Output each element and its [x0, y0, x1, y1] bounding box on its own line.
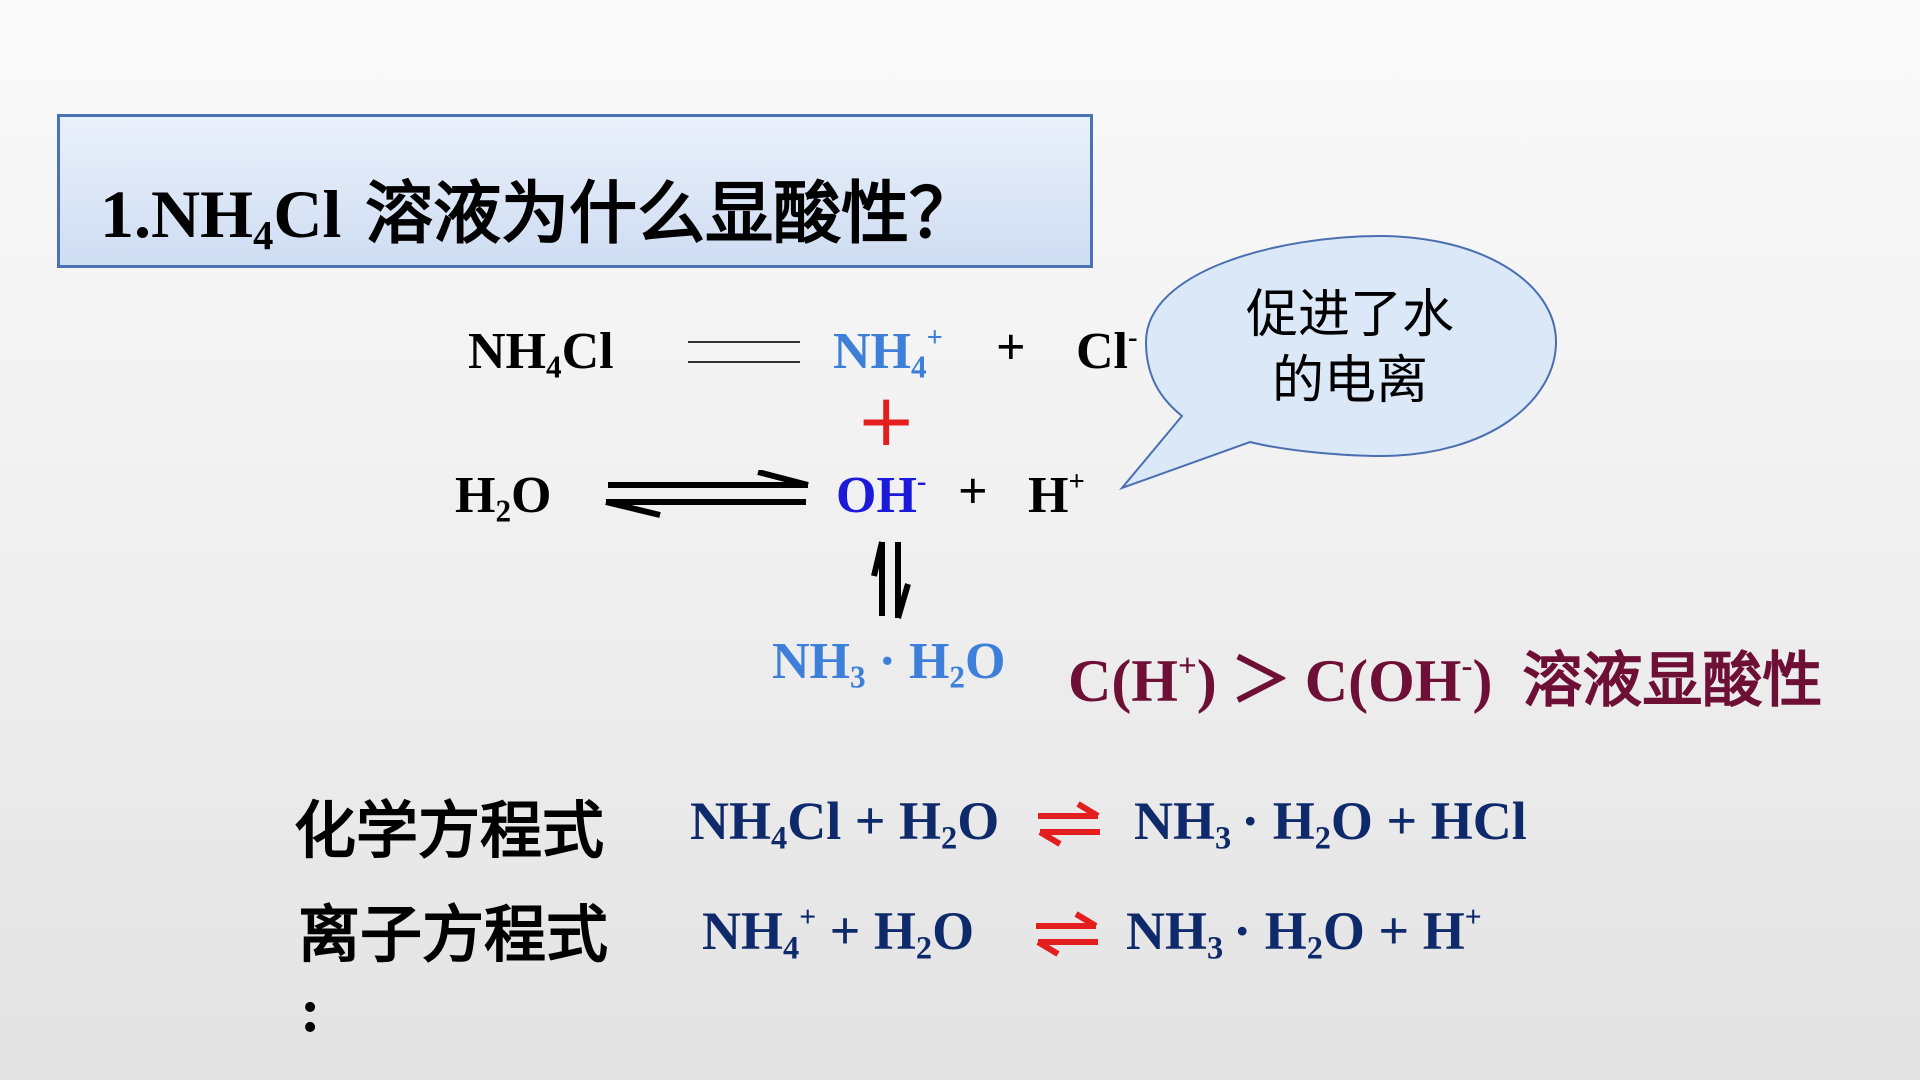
equilibrium-arrow: [605, 470, 809, 518]
water: H2O: [455, 467, 552, 529]
chem-equation-lhs: NH4Cl + H2O: [690, 791, 1000, 857]
chem-equation-rhs: NH3· H2O + HCl: [1134, 791, 1527, 857]
hydroxide-ion: OH-: [836, 466, 927, 524]
plus-sign: +: [996, 319, 1026, 376]
red-equilibrium-arrow: [1038, 801, 1100, 847]
chem-equation-label: 化学方程式: [294, 794, 605, 867]
speech-bubble: [1118, 234, 1558, 491]
chloride-ion: Cl-: [1076, 322, 1138, 380]
reactant-nh4cl: NH4Cl: [468, 323, 614, 385]
red-equilibrium-arrow-2: [1036, 911, 1098, 957]
vertical-equilibrium-arrow: [871, 541, 911, 619]
ionic-equation-lhs: NH4+ + H2O: [702, 901, 975, 967]
ammonium-ion: NH4+: [833, 322, 943, 385]
plus-sign-2: +: [958, 463, 988, 520]
ionic-equation-rhs: NH3· H2O + H+: [1126, 901, 1482, 967]
bubble-text: 促进了水的电离: [1245, 285, 1454, 411]
combine-plus: +: [856, 378, 917, 462]
ionic-equation-colon: :: [300, 977, 321, 1045]
conclusion: C(H+)＞C(OH-)溶液显酸性: [1068, 646, 1823, 716]
title-box: [57, 114, 1093, 268]
slide-title: 1.NH4Cl 溶液为什么显酸性？: [100, 175, 978, 259]
complete-ionization-sign: [688, 341, 800, 363]
ammonia-hydrate: NH3 · H2O: [772, 633, 1006, 695]
hydrogen-ion: H+: [1028, 466, 1085, 524]
ionic-equation-label: 离子方程式: [298, 898, 609, 971]
